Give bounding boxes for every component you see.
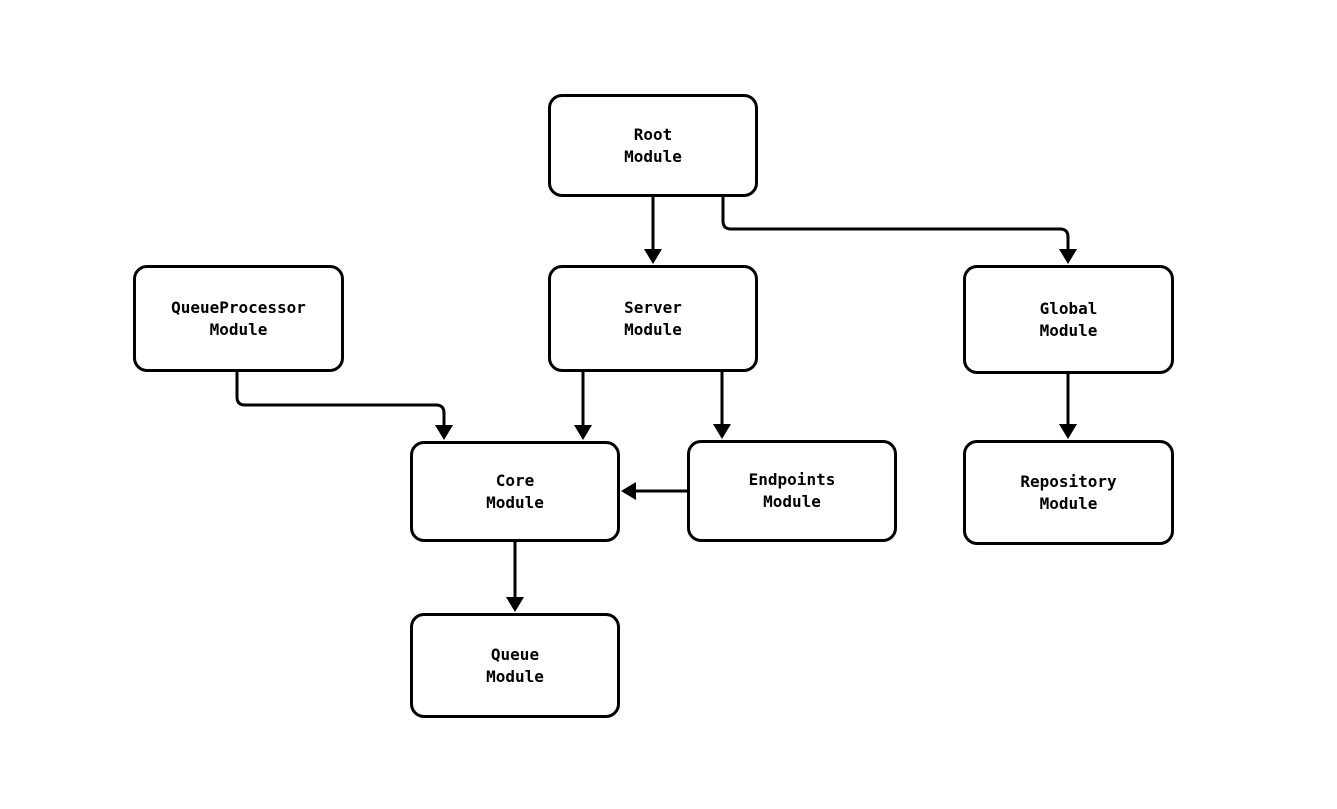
edge-endpoints-to-core: [621, 482, 687, 500]
arrowhead: [644, 249, 662, 264]
arrowhead: [1059, 249, 1077, 264]
node-label-secondary: Module: [624, 319, 682, 339]
arrowhead: [621, 482, 636, 500]
node-label-secondary: Module: [624, 146, 682, 166]
node-label-primary: QueueProcessor: [171, 297, 306, 317]
edge-root-to-global: [721, 197, 1077, 264]
node-label-primary: Endpoints: [748, 470, 836, 489]
node-label-primary: Queue: [490, 644, 540, 664]
arrowhead: [574, 425, 592, 440]
node-label-secondary: Module: [1039, 320, 1098, 340]
edge-root-to-server: [644, 197, 662, 264]
node-label-primary: Repository: [1020, 471, 1117, 491]
node-label-secondary: Module: [1039, 493, 1098, 513]
arrowhead: [713, 424, 731, 439]
node-label-secondary: Module: [209, 319, 268, 339]
arrowhead: [506, 597, 524, 612]
edge-queueprocessor-to-core: [235, 372, 453, 440]
edge-core-to-queue: [506, 542, 524, 612]
edge-global-to-repository: [1059, 374, 1077, 439]
node-label-primary: Server: [624, 297, 682, 317]
edge-server-to-core: [574, 372, 592, 440]
arrowhead: [1059, 424, 1077, 439]
edge-server-to-endpoints: [713, 372, 731, 439]
node-label-secondary: Module: [486, 492, 544, 512]
node-label-secondary: Module: [763, 492, 821, 511]
arrowhead: [435, 425, 453, 440]
node-label-primary: Core: [495, 470, 535, 490]
node-label-primary: Root: [633, 124, 673, 144]
node-label-primary: Global: [1039, 298, 1098, 318]
node-label-secondary: Module: [486, 666, 544, 686]
